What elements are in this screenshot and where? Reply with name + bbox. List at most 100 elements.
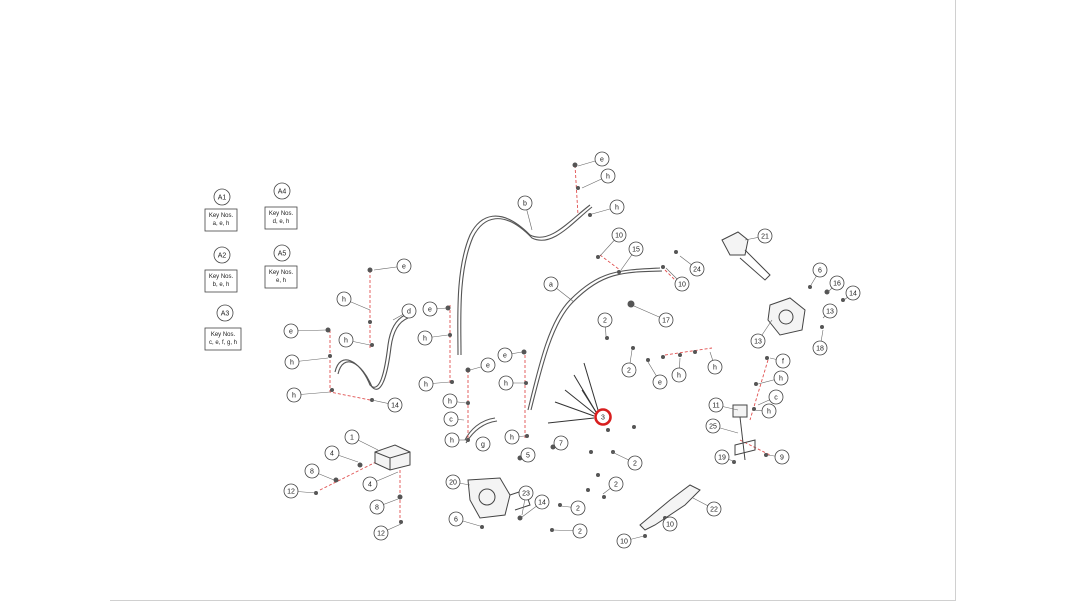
callout[interactable]: 10 [674,276,690,292]
callout-circle [600,168,616,184]
callout-circle [774,449,790,465]
callout[interactable]: 24 [689,261,705,277]
callout[interactable]: 15 [628,241,644,257]
callout-label: 14 [538,500,546,507]
key-group-id: A1 [218,195,227,202]
callout[interactable]: e [396,258,412,274]
callout[interactable]: h [609,199,625,215]
callout-circle [448,511,464,527]
callout[interactable]: h [442,393,458,409]
callout[interactable]: 13 [822,303,838,319]
callout-circle [616,533,632,549]
callout[interactable]: 13 [750,333,766,349]
callout[interactable]: c [443,411,459,427]
callout[interactable]: b [517,195,533,211]
callout-circle [714,449,730,465]
callout[interactable]: h [418,376,434,392]
callout-circle [662,516,678,532]
callout[interactable]: 2 [597,312,613,328]
callout-label: 2 [603,318,607,325]
callout[interactable]: 17 [658,312,674,328]
callout[interactable]: 10 [616,533,632,549]
key-group-box [204,269,238,293]
callout[interactable]: h [773,370,789,386]
callout-circle [822,303,838,319]
callout-circle [443,411,459,427]
callout[interactable]: 1 [344,429,360,445]
callout[interactable]: 6 [448,511,464,527]
callout[interactable]: 12 [283,483,299,499]
callout[interactable]: 14 [845,285,861,301]
callout[interactable]: h [336,291,352,307]
callout[interactable]: 10 [611,227,627,243]
callout[interactable]: 4 [324,445,340,461]
callout[interactable]: 22 [706,501,722,517]
callout[interactable]: 25 [705,418,721,434]
callout[interactable]: 8 [304,463,320,479]
callout[interactable]: f [775,353,791,369]
callout[interactable]: 14 [387,397,403,413]
callout[interactable]: 21 [757,228,773,244]
callout[interactable]: 2 [627,455,643,471]
callout[interactable]: e [283,323,299,339]
callout[interactable]: 19 [714,449,730,465]
callout[interactable]: 20 [445,474,461,490]
callout[interactable]: e [594,151,610,167]
callout-label: e [402,264,406,271]
callout[interactable]: 8 [369,499,385,515]
callout-circle [336,291,352,307]
callout[interactable]: h [707,359,723,375]
callout-label: h [615,205,619,212]
callout[interactable]: 23 [518,485,534,501]
callout[interactable]: 4 [362,476,378,492]
callout[interactable]: e [422,301,438,317]
callout[interactable]: c [768,389,784,405]
callout[interactable]: a [543,276,559,292]
callout-label: a [549,282,553,289]
callout[interactable]: g [475,436,491,452]
callout[interactable]: 16 [829,275,845,291]
callout-label: h [292,393,296,400]
key-group-text: e, h [276,278,286,284]
callout-label: h [779,376,783,383]
callout-circle [707,359,723,375]
callout[interactable]: h [338,332,354,348]
callout[interactable]: 9 [774,449,790,465]
callout[interactable]: 10 [662,516,678,532]
callout[interactable]: h [498,375,514,391]
callout-labels: ehhb101524102161614131813a1722ehhfhch112… [283,151,861,549]
callout-highlighted[interactable]: 3 [594,408,612,426]
callout[interactable]: e [480,357,496,373]
callout-circle [757,228,773,244]
brake-lines [334,204,663,444]
callout[interactable]: 2 [570,500,586,516]
callout[interactable]: 2 [608,476,624,492]
callout[interactable]: h [417,330,433,346]
callout[interactable]: 18 [812,340,828,356]
callout[interactable]: d [401,303,417,319]
callout-circle [444,432,460,448]
callout[interactable]: h [504,429,520,445]
callout[interactable]: h [600,168,616,184]
callout[interactable]: e [497,347,513,363]
callout[interactable]: h [284,354,300,370]
callout-circle [518,485,534,501]
callout[interactable]: 11 [708,397,724,413]
callout[interactable]: h [286,387,302,403]
callout[interactable]: 6 [812,262,828,278]
callout[interactable]: 7 [553,435,569,451]
callout-label: 6 [454,517,458,524]
callout-circle [611,227,627,243]
callout[interactable]: 2 [621,362,637,378]
callout[interactable]: 14 [534,494,550,510]
callout[interactable]: h [761,403,777,419]
callout[interactable]: 2 [572,523,588,539]
callout[interactable]: h [444,432,460,448]
callout[interactable]: h [671,367,687,383]
callout[interactable]: 12 [373,525,389,541]
callout[interactable]: e [652,374,668,390]
callout-label: 10 [620,539,628,546]
callout[interactable]: 5 [520,447,536,463]
callout-label: 10 [666,522,674,529]
